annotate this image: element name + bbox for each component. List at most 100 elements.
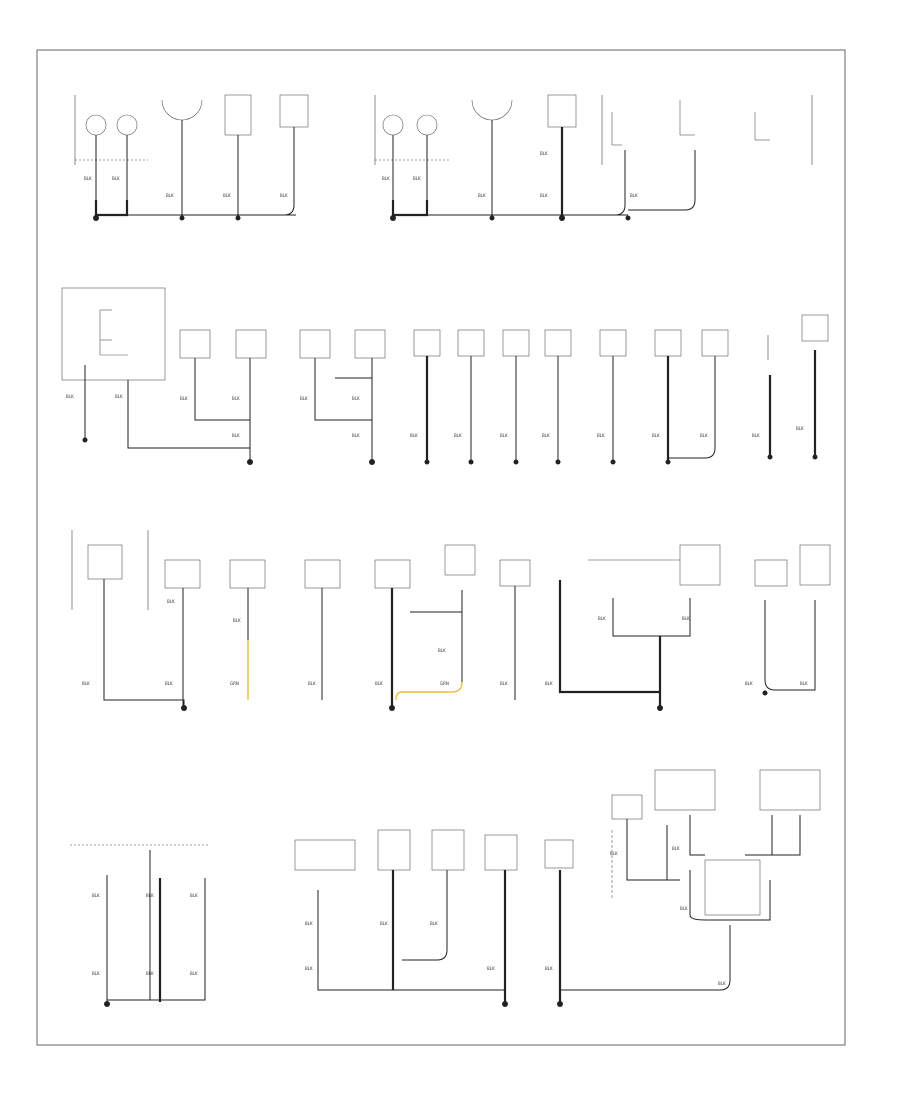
ecu-module-box (704, 859, 761, 916)
wire-label-blk: BLK (682, 616, 690, 621)
combination-meter-box (87, 544, 123, 580)
wire-label-blk: BLK (410, 433, 418, 438)
left-headlight-high-bulb-icon (116, 114, 138, 136)
ground-point-icon (657, 705, 663, 711)
wire-label-blk: BLK (545, 681, 553, 686)
row-1-headlight-grounds: BLK BLK BLK BLK BLK BLK BLK BLK BLK BLK (74, 94, 813, 221)
wire-label-blk: BLK (487, 966, 495, 971)
ground-point-icon (665, 459, 671, 465)
ground-point-icon (513, 459, 519, 465)
ground-point-icon (93, 215, 99, 221)
ground-point-icon (247, 459, 253, 465)
control-unit-box (654, 769, 716, 811)
wire-label-blk: BLK (66, 394, 74, 399)
wire-label-blk: BLK (430, 921, 438, 926)
wire-label-blk: BLK (115, 394, 123, 399)
ground-point-icon (559, 215, 565, 221)
wire-label-blk: BLK (598, 616, 606, 621)
left-headlight-low-bulb-icon (85, 114, 107, 136)
wire-label-blk: BLK (305, 921, 313, 926)
wire-label-blk: BLK (610, 851, 618, 856)
ground-point-icon (557, 1001, 563, 1007)
wire-label-blk: BLK (308, 681, 316, 686)
ground-point-icon (369, 459, 375, 465)
wire-label-blk: BLK (718, 981, 726, 986)
ground-point-icon (555, 459, 561, 465)
wire-label-blk: BLK (300, 396, 308, 401)
wire-label-blk: BLK (652, 433, 660, 438)
horn-box (547, 94, 577, 128)
wire-label-blk: BLK (540, 151, 548, 156)
ground-point-icon (390, 215, 396, 221)
fuse-relay-box (61, 287, 166, 381)
wire-label-blk: BLK (382, 176, 390, 181)
wire-label-blk: BLK (92, 893, 100, 898)
wire-label-blk: BLK (630, 193, 638, 198)
ground-point-icon (610, 459, 616, 465)
wire-label-blk: BLK (500, 433, 508, 438)
wire-label-blk: BLK (438, 648, 446, 653)
ground-point-icon (181, 705, 187, 711)
washer-motor-box (279, 94, 309, 128)
wire-label-blk: BLK (92, 971, 100, 976)
right-headlight-low-bulb-icon (382, 114, 404, 136)
wire-label-blk: BLK (84, 176, 92, 181)
wire-label-blk: BLK (542, 433, 550, 438)
wire-label-blk: BLK (112, 176, 120, 181)
wire-label-blk: BLK (454, 433, 462, 438)
wire-label-blk: BLK (352, 396, 360, 401)
wire-label-blk: BLK (375, 681, 383, 686)
wire-label-blk: BLK (167, 599, 175, 604)
ground-point-icon (625, 215, 631, 221)
ground-point-icon (82, 437, 88, 443)
right-headlight-high-bulb-icon (416, 114, 438, 136)
ground-point-icon (489, 215, 495, 221)
wire-label-grn: GRN (230, 681, 239, 686)
wire-label-blk: BLK (223, 193, 231, 198)
wire-label-blk: BLK (752, 433, 760, 438)
highlighted-ground-wire (395, 681, 463, 701)
wire-label-blk: BLK (597, 433, 605, 438)
wire-label-blk: BLK (166, 193, 174, 198)
row-2-engine-compartment-grounds: BLK BLK BLK BLK BLK BLK BLK BLK BLK BLK … (61, 287, 829, 465)
diagram-frame (36, 49, 846, 1046)
wire-label-blk: BLK (305, 966, 313, 971)
wire-label-blk: BLK (745, 681, 753, 686)
wire-label-blk: BLK (232, 433, 240, 438)
wire-label-blk: BLK (540, 193, 548, 198)
wire-label-blk: BLK (280, 193, 288, 198)
wire-label-blk: BLK (190, 893, 198, 898)
wire-label-blk: BLK (232, 396, 240, 401)
wire-label-blk: BLK (672, 846, 680, 851)
row-4-rear-body-grounds: BLK BLK BLK BLK BLK BLK BLK BLK BLK BLK … (70, 769, 821, 1007)
control-unit-box (759, 769, 821, 811)
ground-point-icon (502, 1001, 508, 1007)
wire-label-blk: BLK (82, 681, 90, 686)
wire-label-blk: BLK (796, 426, 804, 431)
ground-point-icon (468, 459, 474, 465)
ground-point-icon (812, 454, 818, 460)
wire-label-blk: BLK (380, 921, 388, 926)
wire-label-blk: BLK (146, 971, 154, 976)
row-3-dashboard-grounds: BLK BLK BLK BLK GRN BLK BLK BLK GRN BLK … (71, 530, 831, 711)
ground-point-icon (424, 459, 430, 465)
wire-label-blk: BLK (233, 618, 241, 623)
wire-label-blk: BLK (700, 433, 708, 438)
wire-label-grn: GRN (440, 681, 449, 686)
wire-label-blk: BLK (165, 681, 173, 686)
ground-point-icon (179, 215, 185, 221)
ground-point-icon (767, 454, 773, 460)
ground-point-icon (104, 1001, 110, 1007)
wire-label-blk: BLK (500, 681, 508, 686)
wire-label-blk: BLK (413, 176, 421, 181)
wire-label-blk: BLK (146, 893, 154, 898)
ground-point-icon (762, 690, 768, 696)
ground-point-icon (389, 705, 395, 711)
wire-label-blk: BLK (545, 966, 553, 971)
wire-label-blk: BLK (352, 433, 360, 438)
wire-label-blk: BLK (190, 971, 198, 976)
wire-label-blk: BLK (180, 396, 188, 401)
ground-point-icon (235, 215, 241, 221)
wire-label-blk: BLK (478, 193, 486, 198)
